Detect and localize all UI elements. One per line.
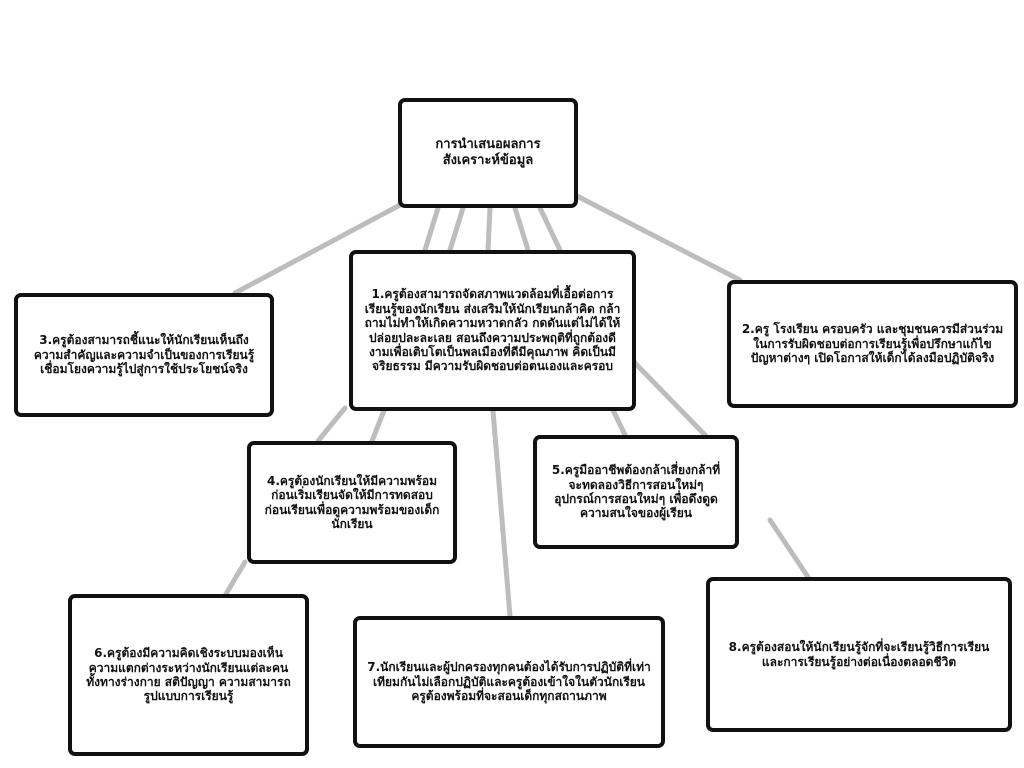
node-6-text: 6.ครูต้องมีความคิดเชิงระบบมองเห็นความแตก… — [86, 646, 291, 704]
diagram-node-3: 3.ครูต้องสามารถชี้แนะให้นักเรียนเห็นถึงค… — [14, 293, 274, 417]
diagram-node-4: 4.ครูต้องนักเรียนให้มีความพร้อมก่อนเริ่ม… — [247, 441, 457, 564]
diagram-node-1: 1.ครูต้องสามารถจัดสภาพแวดล้อมที่เอื้อต่อ… — [349, 250, 636, 411]
node-3-text: 3.ครูต้องสามารถชี้แนะให้นักเรียนเห็นถึงค… — [33, 333, 255, 377]
connector-root-to-1-c — [485, 205, 493, 253]
connector-root-to-1-e — [537, 205, 563, 253]
connector-4-to-6 — [223, 559, 248, 597]
connector-1-to-4-a — [315, 405, 348, 444]
connector-root-to-3 — [232, 202, 403, 296]
connector-1-to-5 — [609, 405, 628, 438]
diagram-node-8: 8.ครูต้องสอนให้นักเรียนรู้จักที่จะเรียนร… — [706, 577, 1012, 732]
diagram-node-6: 6.ครูต้องมีความคิดเชิงระบบมองเห็นความแตก… — [68, 594, 309, 756]
connector-root-to-2 — [572, 192, 743, 283]
connector-root-to-1-a — [422, 205, 441, 253]
node-5-text: 5.ครูมืออาชีพต้องกล้าเสี่ยงกล้าที่จะทดลอ… — [551, 463, 721, 521]
connector-root-to-1-b — [447, 205, 466, 253]
connector-root-to-1-d — [512, 205, 531, 253]
connector-1-to-7 — [490, 408, 513, 619]
connector-1-to-4-b — [369, 405, 388, 444]
diagram-node-5: 5.ครูมืออาชีพต้องกล้าเสี่ยงกล้าที่จะทดลอ… — [533, 435, 739, 549]
node-8-text: 8.ครูต้องสอนให้นักเรียนรู้จักที่จะเรียนร… — [728, 640, 990, 669]
diagram-node-2: 2.ครู โรงเรียน ครอบครัว และชุมชนควรมีส่ว… — [727, 280, 1018, 408]
node-4-text: 4.ครูต้องนักเรียนให้มีความพร้อมก่อนเริ่ม… — [264, 473, 440, 531]
connector-1-to-2-area — [629, 357, 708, 438]
node-2-text: 2.ครู โรงเรียน ครอบครัว และชุมชนควรมีส่ว… — [741, 322, 1004, 366]
node-7-text: 7.นักเรียนและผู้ปกครองทุกคนต้องได้รับการ… — [367, 660, 651, 704]
root-node-text: การนำเสนอผลการสังเคราะห์ข้อมูล — [435, 137, 541, 168]
diagram-node-7: 7.นักเรียนและผู้ปกครองทุกคนต้องได้รับการ… — [353, 616, 665, 748]
connector-5-to-8 — [767, 517, 811, 580]
node-1-text: 1.ครูต้องสามารถจัดสภาพแวดล้อมที่เอื้อต่อ… — [364, 287, 621, 374]
diagram-root-node: การนำเสนอผลการสังเคราะห์ข้อมูล — [398, 98, 578, 208]
